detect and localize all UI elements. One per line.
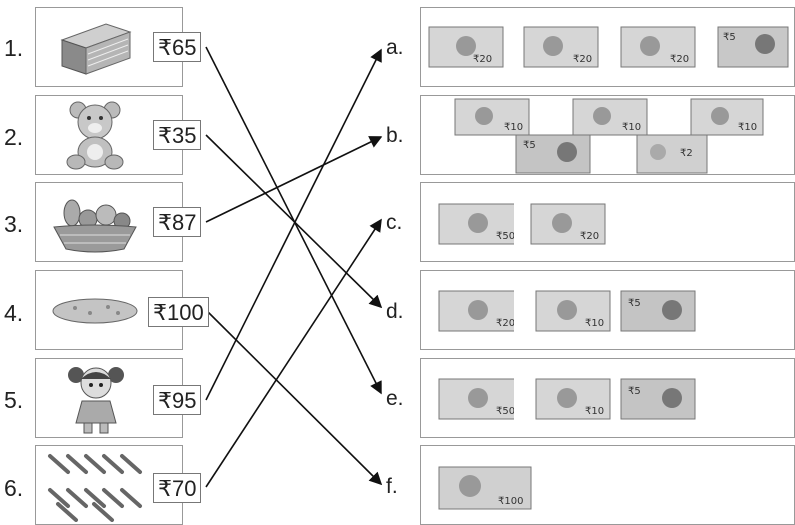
price-tag: ₹87 [153, 207, 202, 237]
bread-icon [52, 298, 138, 324]
currency-note-icon: ₹10 [690, 98, 764, 136]
option-letter: a. [386, 36, 404, 59]
match-line-2-d [205, 134, 383, 309]
currency-note-icon: ₹10 [535, 290, 611, 332]
item-number: 1. [4, 35, 24, 61]
note-value: ₹20 [496, 318, 514, 329]
note-value: ₹10 [738, 122, 757, 133]
currency-note-icon: ₹50 [438, 203, 514, 245]
note-value: ₹50 [496, 406, 514, 417]
pens-icon [48, 454, 142, 522]
price-tag: ₹95 [153, 385, 202, 415]
note-value: ₹20 [580, 231, 599, 242]
price-tag: ₹100 [148, 297, 209, 327]
note-value: ₹50 [496, 231, 514, 242]
price-tag: ₹65 [153, 32, 202, 62]
price-tag: ₹35 [153, 120, 202, 150]
currency-note-icon: ₹20 [530, 203, 606, 245]
currency-note-icon: ₹10 [454, 98, 530, 136]
currency-note-icon: ₹5 [620, 290, 696, 332]
note-value: ₹5 [723, 32, 736, 43]
currency-note-icon: ₹5 [620, 378, 696, 420]
price-tag: ₹70 [153, 473, 202, 503]
note-value: ₹20 [573, 54, 592, 65]
match-line-5-a [205, 48, 382, 401]
note-value: ₹10 [585, 318, 604, 329]
fruit-basket-icon [53, 199, 137, 253]
option-letter: f. [386, 475, 398, 498]
match-line-6-c [205, 218, 382, 488]
match-line-4-f [207, 311, 383, 486]
item-number: 5. [4, 387, 24, 413]
doll-icon [68, 367, 124, 434]
note-value: ₹2 [680, 148, 693, 159]
option-letter: b. [386, 124, 404, 147]
option-letter: e. [386, 387, 404, 410]
note-value: ₹5 [523, 140, 536, 151]
currency-note-icon: ₹5 [717, 26, 789, 68]
note-value: ₹100 [498, 496, 523, 507]
currency-note-icon: ₹10 [572, 98, 648, 136]
currency-note-icon: ₹20 [620, 26, 696, 68]
item-number: 6. [4, 475, 24, 501]
note-value: ₹20 [473, 54, 492, 65]
currency-note-icon: ₹2 [636, 134, 708, 174]
item-box [35, 95, 183, 175]
note-value: ₹10 [504, 122, 523, 133]
note-value: ₹10 [622, 122, 641, 133]
note-value: ₹20 [670, 54, 689, 65]
teddy-bear-icon [66, 101, 124, 170]
option-letter: d. [386, 300, 404, 323]
currency-note-icon: ₹50 [438, 378, 514, 420]
note-value: ₹5 [628, 386, 641, 397]
currency-note-icon: ₹20 [523, 26, 599, 68]
book-icon [60, 23, 132, 75]
option-letter: c. [386, 211, 403, 234]
currency-note-icon: ₹100 [438, 466, 532, 510]
currency-note-icon: ₹20 [438, 290, 514, 332]
currency-note-icon: ₹5 [515, 134, 591, 174]
currency-note-icon: ₹20 [428, 26, 504, 68]
note-value: ₹5 [628, 298, 641, 309]
item-number: 4. [4, 300, 24, 326]
item-number: 2. [4, 124, 24, 150]
note-value: ₹10 [585, 406, 604, 417]
match-line-3-b [205, 136, 383, 223]
currency-note-icon: ₹10 [535, 378, 611, 420]
item-number: 3. [4, 211, 24, 237]
